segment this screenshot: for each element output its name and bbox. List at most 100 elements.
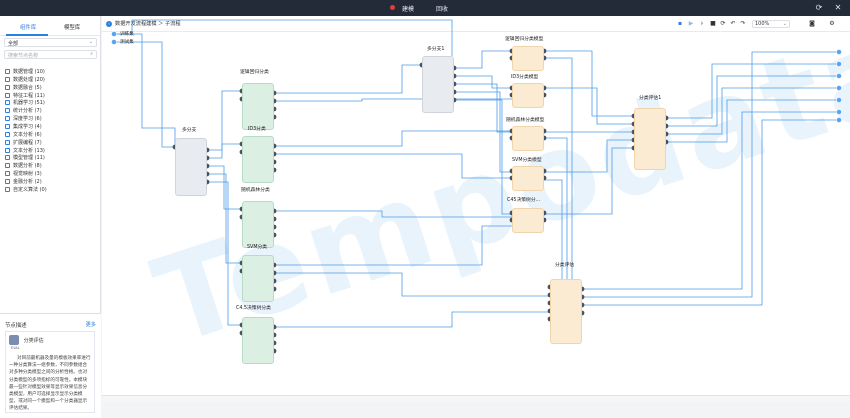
- category-item[interactable]: 机器学习 (51): [5, 99, 45, 107]
- canvas-scrollbar[interactable]: [102, 395, 850, 402]
- edge[interactable]: [582, 111, 837, 290]
- node-logistic-model[interactable]: [512, 46, 544, 71]
- node-c45[interactable]: [242, 317, 274, 364]
- edge[interactable]: [454, 75, 512, 89]
- undo-icon[interactable]: ↶: [730, 20, 736, 27]
- reset-icon[interactable]: ⟳: [720, 20, 726, 27]
- stop-icon[interactable]: ■: [710, 20, 716, 27]
- edge[interactable]: [454, 91, 512, 173]
- back-icon[interactable]: ‹: [106, 21, 112, 27]
- edge[interactable]: [582, 51, 837, 298]
- tab-models[interactable]: 模型库: [64, 25, 81, 31]
- edge[interactable]: [207, 90, 242, 151]
- edge[interactable]: [454, 50, 512, 69]
- edge[interactable]: [207, 181, 242, 326]
- save-icon[interactable]: ▪: [677, 20, 683, 27]
- category-item[interactable]: 数据分析 (8): [5, 162, 42, 170]
- redo-icon[interactable]: ↷: [740, 20, 746, 27]
- node-id3-model[interactable]: [512, 83, 544, 108]
- canvas-output-port[interactable]: [836, 61, 842, 67]
- edge[interactable]: [666, 75, 837, 127]
- workflow-canvas[interactable]: Tempodata ‹数据开发流程建模 ＞ 子流程 ▪ ▶ ⏵ ■ ⟳ ↶ ↷ …: [102, 0, 850, 402]
- canvas-input-port[interactable]: [111, 39, 117, 45]
- description-node-sub: EVAL: [11, 346, 20, 350]
- edge[interactable]: [207, 173, 242, 264]
- category-item[interactable]: 数据融合 (5): [5, 84, 42, 92]
- edge[interactable]: [274, 210, 512, 218]
- edge[interactable]: [544, 147, 634, 215]
- node-svm-model[interactable]: [512, 166, 544, 191]
- settings-icon[interactable]: ⚙: [829, 20, 835, 27]
- canvas-output-port[interactable]: [836, 73, 842, 79]
- canvas-output-port[interactable]: [836, 97, 842, 103]
- canvas-output-port[interactable]: [836, 117, 842, 123]
- edge[interactable]: [544, 50, 634, 117]
- category-item[interactable]: 自定义算法 (0): [5, 186, 47, 194]
- category-item[interactable]: 统计分析 (7): [5, 107, 42, 115]
- edge[interactable]: [274, 64, 422, 94]
- folder-icon: [5, 76, 10, 82]
- edge[interactable]: [544, 139, 634, 173]
- edge[interactable]: [544, 57, 573, 288]
- category-item[interactable]: 文本分析 (6): [5, 131, 42, 139]
- edge[interactable]: [454, 83, 512, 133]
- category-item[interactable]: 集成学习 (4): [5, 123, 42, 131]
- edge[interactable]: [116, 33, 176, 147]
- edge[interactable]: [274, 153, 512, 179]
- node-eval2[interactable]: [550, 279, 582, 344]
- node-multi1[interactable]: [175, 138, 207, 196]
- run-icon[interactable]: ▶: [688, 20, 694, 27]
- node-search-input[interactable]: 搜索节点名称 ⌕: [4, 50, 97, 59]
- edge[interactable]: [666, 99, 837, 143]
- category-item[interactable]: 金融分析 (2): [5, 178, 42, 186]
- edge[interactable]: [116, 19, 453, 56]
- screenshot-icon[interactable]: ◙: [809, 20, 815, 27]
- edge[interactable]: [274, 225, 512, 266]
- node-id3[interactable]: [242, 136, 274, 183]
- category-label: 机器学习 (51): [13, 100, 45, 107]
- node-c45-model[interactable]: [512, 208, 544, 233]
- zoom-select[interactable]: 100% ⌄: [752, 20, 790, 28]
- tab-build[interactable]: 建模: [402, 6, 415, 13]
- edge[interactable]: [207, 165, 242, 210]
- edge[interactable]: [274, 311, 550, 328]
- canvas-output-port[interactable]: [836, 49, 842, 55]
- node-rf[interactable]: [242, 201, 274, 248]
- node-svm[interactable]: [242, 255, 274, 302]
- edge[interactable]: [274, 272, 550, 297]
- category-item[interactable]: 模型管理 (11): [5, 154, 45, 162]
- category-item[interactable]: 数据处理 (20): [5, 76, 45, 84]
- category-select[interactable]: 全部 ⌄: [4, 38, 97, 47]
- edge[interactable]: [207, 143, 242, 159]
- canvas-output-port[interactable]: [836, 85, 842, 91]
- edge[interactable]: [666, 63, 837, 119]
- node-label: 随机森林分类模型: [506, 118, 545, 123]
- close-icon[interactable]: ✕: [834, 3, 842, 12]
- edge[interactable]: [116, 41, 175, 148]
- refresh-icon[interactable]: ⟳: [815, 3, 823, 12]
- description-more-link[interactable]: 更多: [85, 322, 96, 328]
- category-item[interactable]: 数据管理 (10): [5, 68, 45, 76]
- category-item[interactable]: 深度学习 (6): [5, 115, 42, 123]
- edge[interactable]: [582, 119, 837, 306]
- canvas-output-port[interactable]: [836, 109, 842, 115]
- node-rf-model[interactable]: [512, 126, 544, 151]
- node-eval1[interactable]: [634, 108, 666, 170]
- edge[interactable]: [544, 87, 634, 125]
- folder-icon: [5, 186, 10, 192]
- node-logistic[interactable]: [242, 83, 274, 130]
- search-icon: ⌕: [90, 51, 93, 57]
- canvas-input-port[interactable]: [111, 31, 117, 37]
- tab-recycle[interactable]: 回收: [436, 6, 449, 13]
- edge[interactable]: [454, 99, 512, 215]
- edge[interactable]: [666, 87, 837, 135]
- category-item[interactable]: 扩展编程 (7): [5, 139, 42, 147]
- category-item[interactable]: 视觉映射 (3): [5, 170, 42, 178]
- category-item[interactable]: 特征工程 (11): [5, 92, 45, 100]
- category-item[interactable]: 文本分析 (13): [5, 147, 45, 155]
- record-icon[interactable]: [390, 5, 395, 10]
- step-icon[interactable]: ⏵: [700, 20, 704, 27]
- node-multi2[interactable]: [422, 56, 454, 113]
- edge[interactable]: [274, 130, 512, 147]
- tab-components[interactable]: 组件库: [20, 25, 37, 31]
